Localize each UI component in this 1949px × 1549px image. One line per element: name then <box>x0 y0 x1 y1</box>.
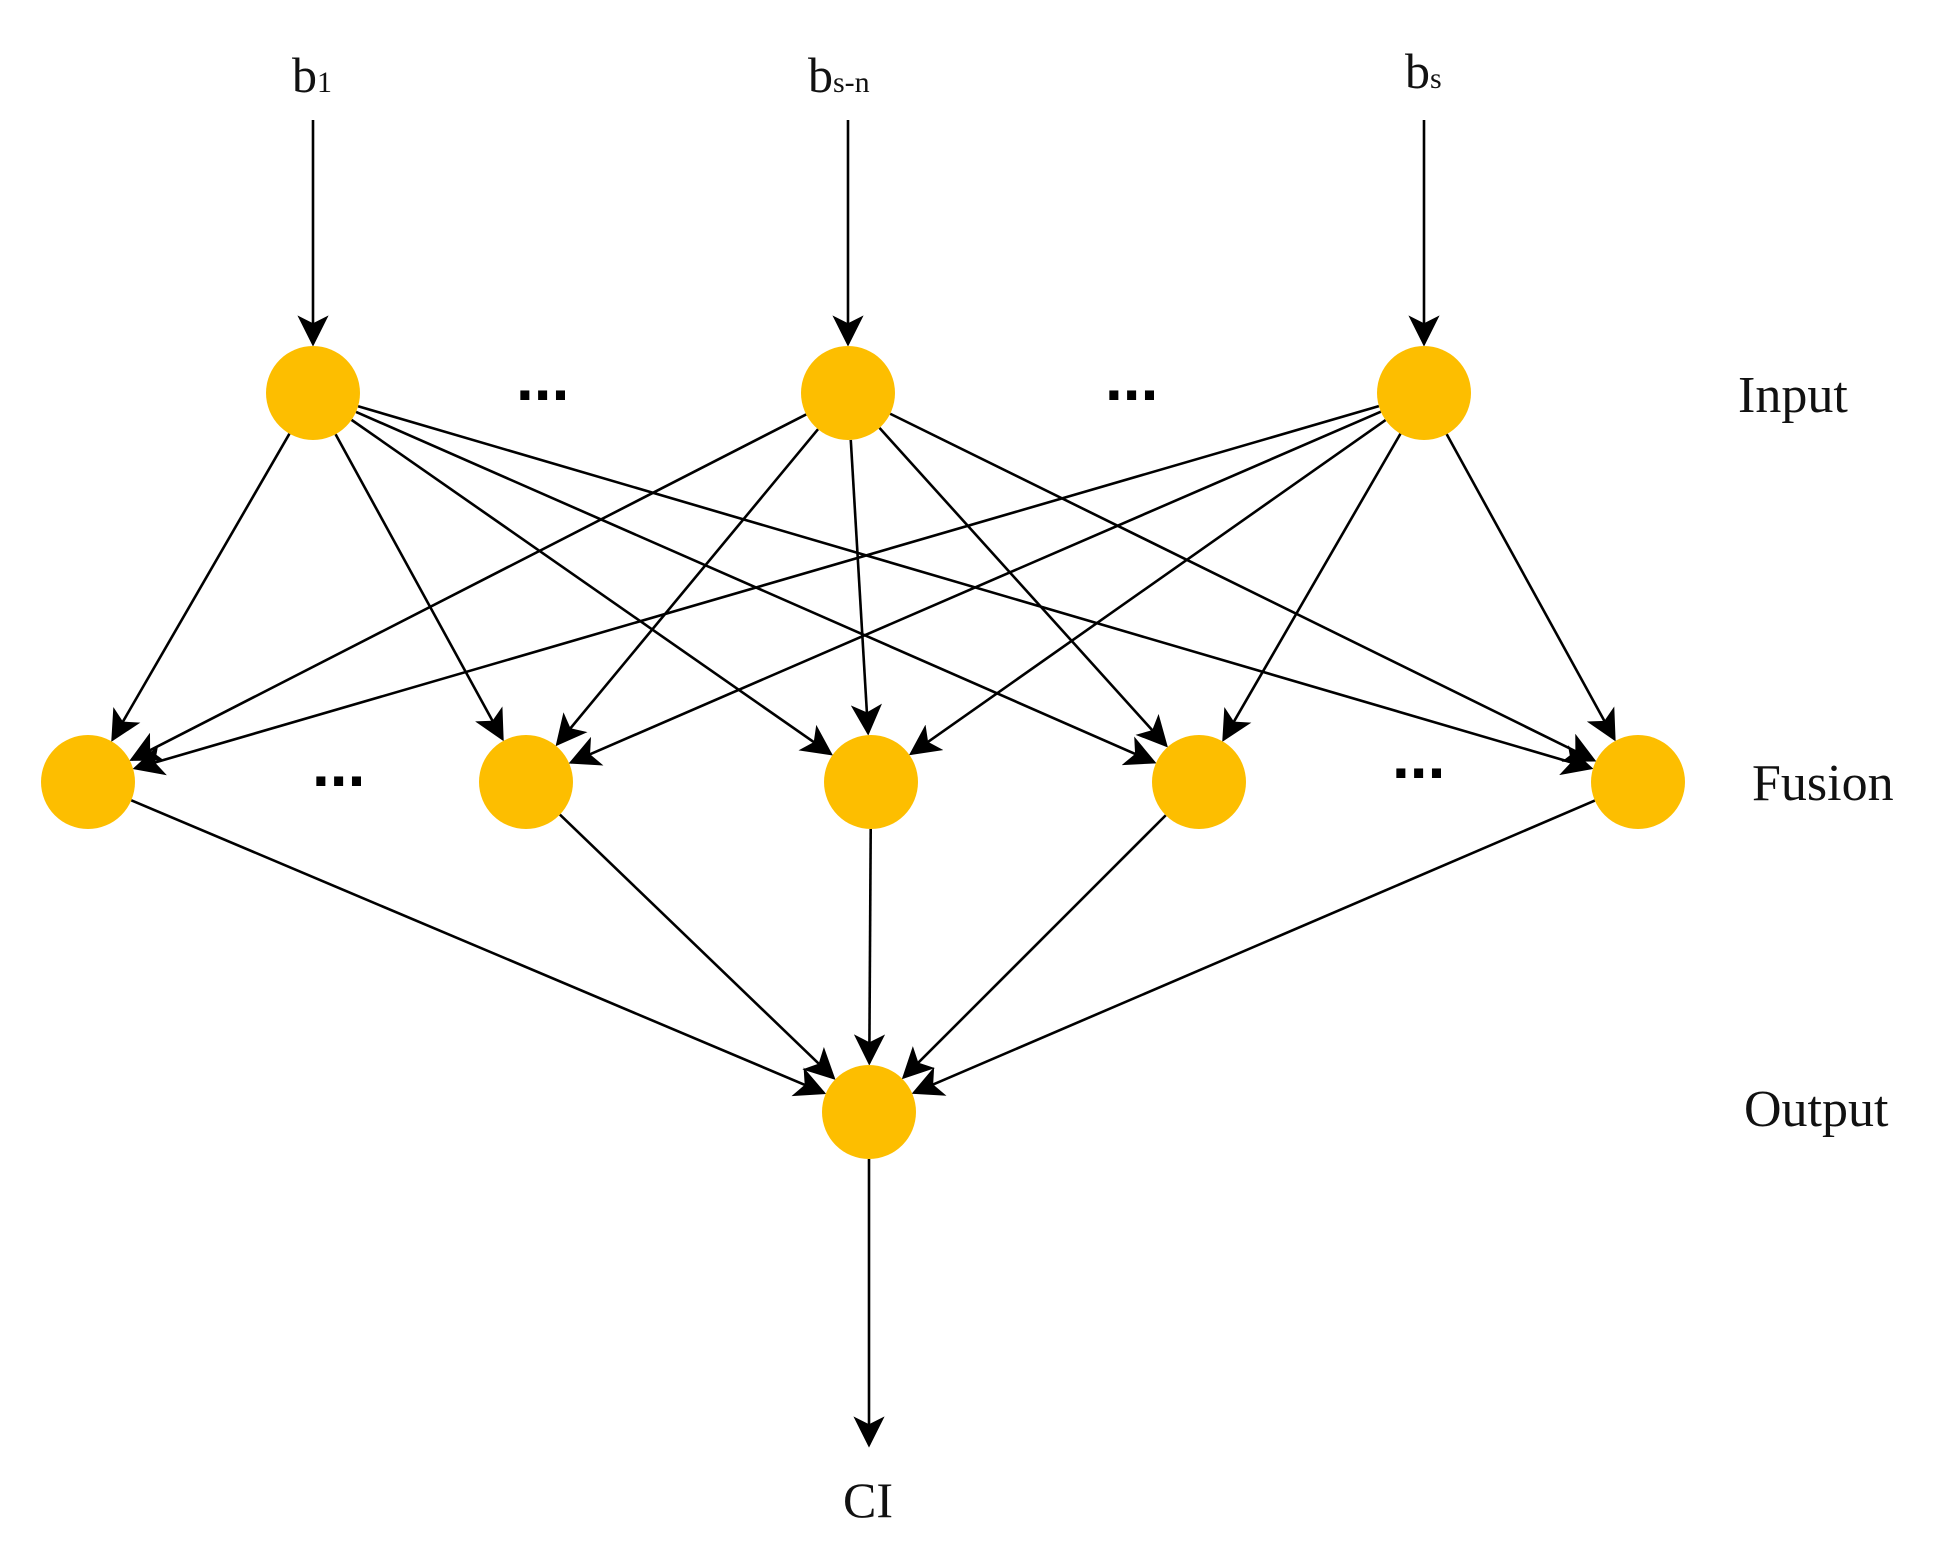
fusion-node-3 <box>824 735 918 829</box>
edge-input1-fusion1 <box>111 433 291 742</box>
edge-input3-fusion1 <box>132 404 1380 776</box>
input-node-2 <box>801 346 895 440</box>
edge-input3-fusion3 <box>908 418 1387 756</box>
edge-input1-fusion2 <box>334 433 504 742</box>
edge-fusion1-output <box>130 799 827 1097</box>
fusion-node-5 <box>1591 735 1685 829</box>
fusion-node-2 <box>479 735 573 829</box>
edge-fusion4-output <box>901 814 1167 1080</box>
edges-group <box>111 120 1616 1448</box>
layer-label-fusion: Fusion <box>1752 755 1894 812</box>
input-ellipsis-left: ... <box>516 342 569 414</box>
nodes-group <box>41 346 1685 1159</box>
edge-input2-fusion3 <box>849 439 882 736</box>
input-label-b1: b1 <box>292 47 332 103</box>
input-node-1 <box>266 346 360 440</box>
edge-input2-fusion1 <box>129 413 807 761</box>
fusion-node-1 <box>41 735 135 829</box>
edge-input2-fusion2 <box>555 428 820 747</box>
output-node <box>822 1065 916 1159</box>
edge-fusion2-output <box>558 813 836 1080</box>
edge-input1-fusion3 <box>350 418 833 756</box>
fusion-node-4 <box>1152 735 1246 829</box>
output-label-ci: CI <box>843 1472 893 1528</box>
edge-input3-fusion5 <box>1445 433 1616 742</box>
layer-label-output: Output <box>1744 1081 1889 1138</box>
layer-label-input: Input <box>1738 367 1848 424</box>
edge-fusion5-output <box>911 799 1596 1096</box>
edge-input3-fusion2 <box>568 410 1382 766</box>
input-node-3 <box>1377 346 1471 440</box>
edge-input2-fusion5 <box>889 412 1597 762</box>
edge-input2-fusion4 <box>878 427 1168 748</box>
input-ellipsis-right: ... <box>1105 342 1158 414</box>
edge-input3-fusion4 <box>1222 433 1402 742</box>
fusion-ellipsis-right: ... <box>1392 720 1445 792</box>
edge-fusion3-output <box>853 828 886 1066</box>
input-label-bsn: bs-n <box>808 47 870 103</box>
fusion-ellipsis-left: ... <box>312 728 365 800</box>
input-label-bs: bs <box>1405 43 1442 99</box>
